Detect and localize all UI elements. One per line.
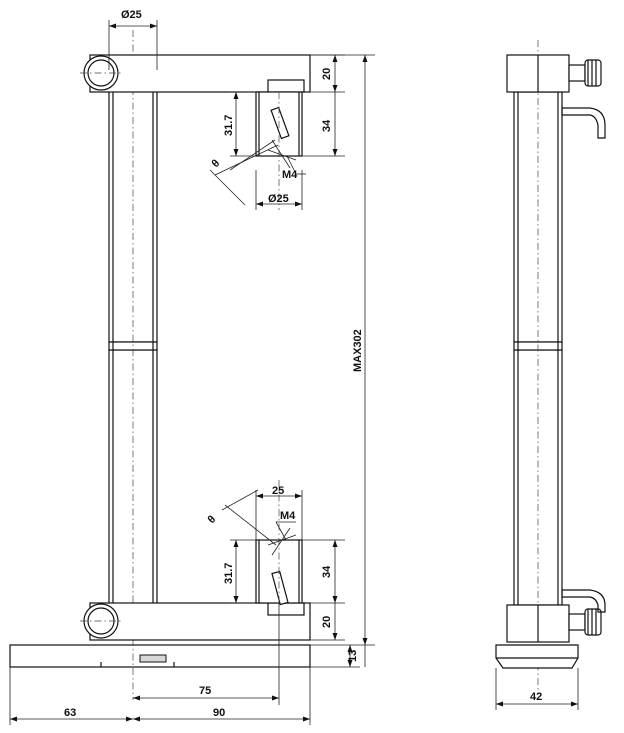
label-base-right: 90 [213, 707, 225, 719]
top-cross-bar [80, 54, 311, 93]
label-top-screw: M4 [282, 169, 298, 181]
label-top-bar-height: 20 [321, 68, 333, 80]
label-top-clamp-height: 31.7 [223, 115, 235, 136]
label-base-left: 63 [64, 707, 76, 719]
label-side-width: 42 [530, 691, 542, 703]
front-view: Ø25 20 34 31.7 θ M4 Ø25 MAX302 25 θ M4 3… [9, 9, 375, 725]
side-view: 42 [495, 40, 606, 710]
label-bottom-clamp-height: 31.7 [223, 563, 235, 584]
label-bottom-screw: M4 [280, 510, 296, 522]
base-foot [139, 654, 167, 663]
label-top-clamp-diameter: Ø25 [268, 193, 289, 205]
vertical-post [108, 30, 158, 700]
label-base-height: 13 [347, 650, 359, 662]
label-top-clamp-offset: 34 [321, 119, 333, 132]
label-bottom-bar-height: 20 [321, 616, 333, 628]
bottom-cross-bar [80, 602, 311, 641]
label-clamp-reach: 75 [199, 685, 211, 697]
top-clamp [255, 91, 303, 210]
label-bottom-clamp-width: 25 [272, 485, 284, 497]
label-top-angle: θ [210, 157, 223, 170]
label-top-diameter: Ø25 [121, 9, 142, 21]
label-bottom-angle: θ [206, 513, 219, 526]
side-base [495, 644, 579, 669]
label-bottom-clamp-offset: 34 [321, 565, 333, 578]
label-total-height: MAX302 [352, 329, 364, 372]
bottom-clamp [255, 480, 303, 606]
